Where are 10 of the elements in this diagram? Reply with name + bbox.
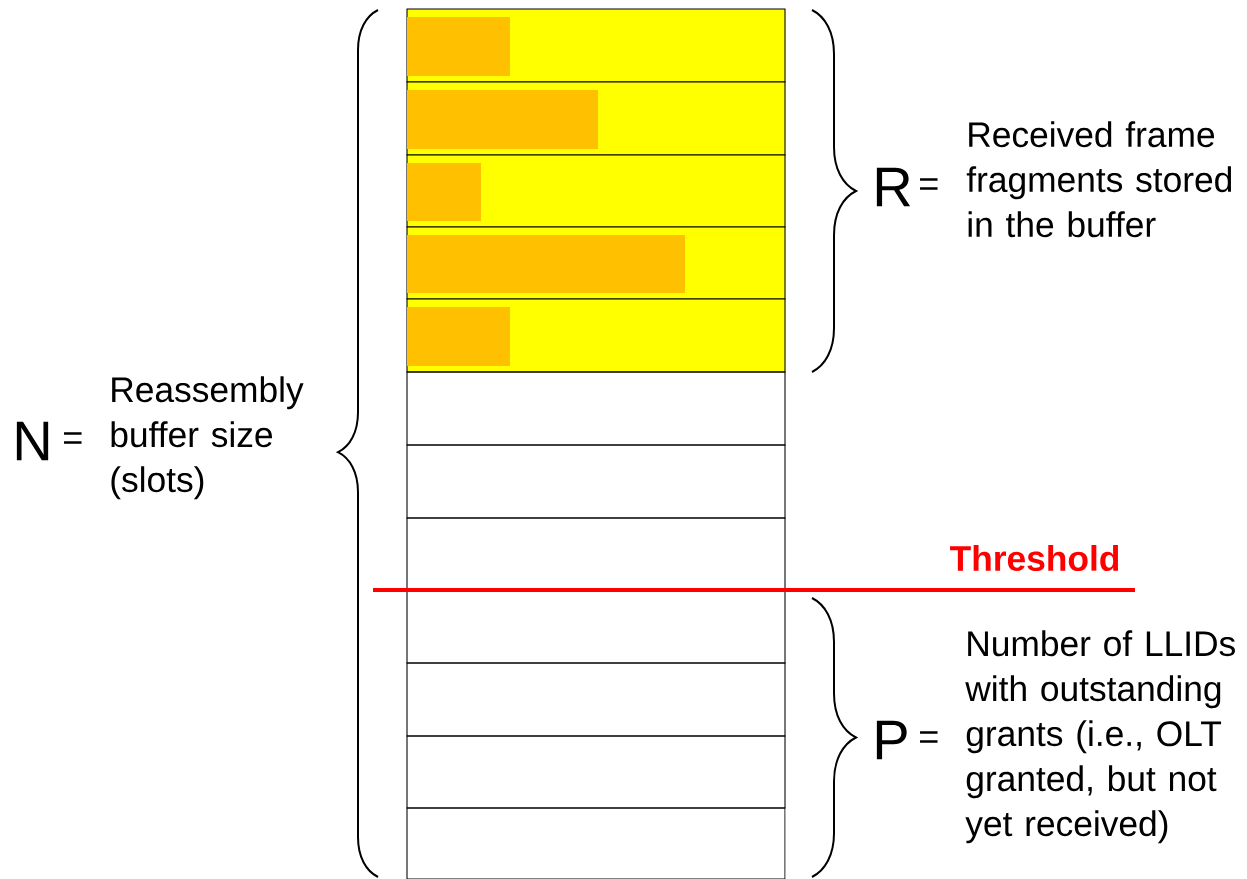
description-text: Number of LLIDs with outstanding grants (i.e., OLT granted, but not yet received) (965, 630, 1235, 844)
equals-sign: = (64, 432, 82, 444)
equals-sign: = (920, 178, 938, 190)
variable-symbol: R (876, 167, 911, 207)
variable-symbol: N (16, 421, 49, 461)
threshold-label: Threshold (950, 545, 1119, 571)
description-text: Received frame fragments stored in the buffer (966, 121, 1232, 238)
description-text: Reassembly buffer size (slots) (111, 376, 304, 500)
equals-sign: = (920, 731, 938, 743)
variable-symbol: P (876, 720, 907, 760)
